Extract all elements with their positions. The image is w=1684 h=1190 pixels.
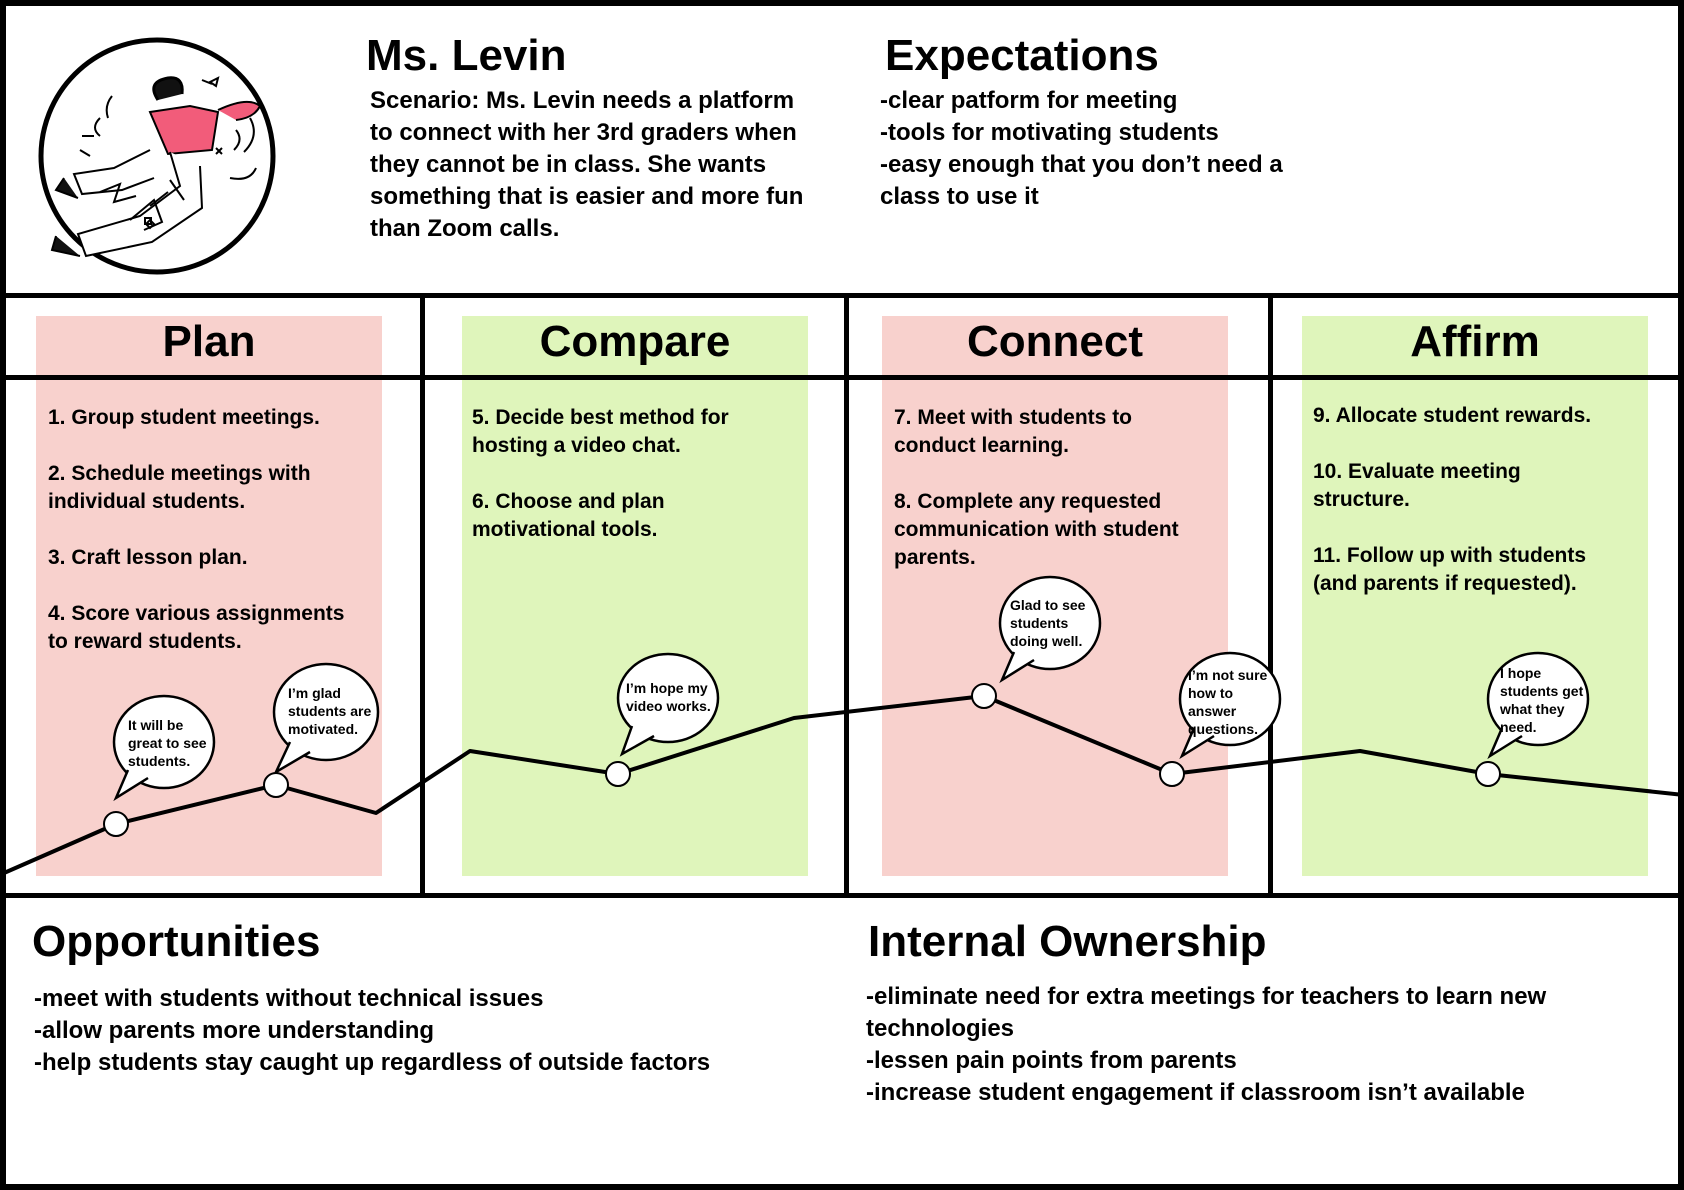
bubble-line: great to see xyxy=(128,735,207,751)
scenario-line: they cannot be in class. She wants xyxy=(370,151,767,178)
ownership-line: technologies xyxy=(866,1015,1015,1042)
step-item: 2. Schedule meetings with individual stud… xyxy=(48,460,378,516)
opportunity-line: -help students stay caught up regardless… xyxy=(34,1049,711,1076)
step-line: to reward students. xyxy=(48,630,242,653)
divider-top xyxy=(0,293,1684,298)
ownership-line: -lessen pain points from parents xyxy=(866,1047,1237,1074)
divider-col-2 xyxy=(844,293,849,898)
ownership-title: Internal Ownership xyxy=(868,917,1267,966)
divider-bottom xyxy=(0,893,1684,898)
step-line: 1. Group student meetings. xyxy=(48,406,320,429)
step-item: 5. Decide best method for hosting a video… xyxy=(472,404,802,460)
step-line: (and parents if requested). xyxy=(1313,572,1577,595)
step-item: 6. Choose and plan motivational tools. xyxy=(472,488,802,544)
step-line: individual students. xyxy=(48,490,246,513)
stage-title-plan: Plan xyxy=(162,317,256,366)
ownership-line: -eliminate need for extra meetings for t… xyxy=(866,983,1547,1010)
bubble-line: Glad to see xyxy=(1010,597,1086,613)
bubble-line: motivated. xyxy=(288,721,359,737)
scenario-line: to connect with her 3rd graders when xyxy=(370,119,797,146)
bubble-line: need. xyxy=(1500,719,1537,735)
divider-col-1 xyxy=(420,293,425,898)
bubble-line: video works. xyxy=(626,698,711,714)
step-line: 7. Meet with students to xyxy=(894,406,1133,429)
expectations-list: -clear patform for meeting -tools for mo… xyxy=(880,85,1360,213)
stage-title-compare: Compare xyxy=(539,317,731,366)
bubble-line: students. xyxy=(128,753,191,769)
step-item: 1. Group student meetings. xyxy=(48,404,378,432)
bubble-line: I’m glad xyxy=(288,685,341,701)
bubble-line: doing well. xyxy=(1010,633,1083,649)
opportunities-title: Opportunities xyxy=(32,917,321,966)
step-line: hosting a video chat. xyxy=(472,434,681,457)
bubble-text-3: I’m hope my video works. xyxy=(626,679,711,715)
step-item: 9. Allocate student rewards. xyxy=(1313,402,1643,430)
expectation-line: class to use it xyxy=(880,183,1039,210)
step-line: 11. Follow up with students xyxy=(1313,544,1587,567)
step-item: 10. Evaluate meeting structure. xyxy=(1313,458,1643,514)
step-line: parents. xyxy=(894,546,976,569)
expectation-line: -tools for motivating students xyxy=(880,119,1219,146)
ownership-line: -increase student engagement if classroo… xyxy=(866,1079,1525,1106)
step-line: 5. Decide best method for xyxy=(472,406,729,429)
persona-scenario: Scenario: Ms. Levin needs a platform to … xyxy=(370,85,840,245)
scenario-line: than Zoom calls. xyxy=(370,215,560,242)
stage-title-affirm: Affirm xyxy=(1410,317,1540,366)
step-line: structure. xyxy=(1313,488,1410,511)
stage-title-connect: Connect xyxy=(967,317,1143,366)
step-item: 11. Follow up with students (and parents … xyxy=(1313,542,1643,598)
step-line: 4. Score various assignments xyxy=(48,602,345,625)
opportunities-list: -meet with students without technical is… xyxy=(34,983,814,1079)
persona-name: Ms. Levin xyxy=(366,31,567,80)
connect-steps: 7. Meet with students to conduct learning… xyxy=(894,404,1224,600)
divider-stage-header xyxy=(0,375,1684,380)
step-line: communication with student xyxy=(894,518,1179,541)
bubble-line: answer xyxy=(1188,703,1237,719)
expectations-title: Expectations xyxy=(885,31,1159,80)
bubble-text-2: I’m glad students are motivated. xyxy=(288,684,371,738)
scenario-line: Scenario: Ms. Levin needs a platform xyxy=(370,87,795,114)
step-line: 3. Craft lesson plan. xyxy=(48,546,248,569)
bubble-line: students xyxy=(1010,615,1069,631)
bubble-text-1: It will be great to see students. xyxy=(128,716,207,770)
step-line: 8. Complete any requested xyxy=(894,490,1162,513)
bubble-text-5: I’m not sure how to answer questions. xyxy=(1188,666,1267,738)
opportunity-line: -allow parents more understanding xyxy=(34,1017,435,1044)
expectation-line: -easy enough that you don’t need a xyxy=(880,151,1283,178)
bubble-text-4: Glad to see students doing well. xyxy=(1010,596,1085,650)
expectation-line: -clear patform for meeting xyxy=(880,87,1178,114)
plan-steps: 1. Group student meetings. 2. Schedule m… xyxy=(48,404,378,684)
opportunity-line: -meet with students without technical is… xyxy=(34,985,544,1012)
step-item: 4. Score various assignments to reward st… xyxy=(48,600,378,656)
bubble-line: I hope xyxy=(1500,665,1542,681)
step-line: 2. Schedule meetings with xyxy=(48,462,311,485)
bubble-line: students are xyxy=(288,703,372,719)
step-line: 10. Evaluate meeting xyxy=(1313,460,1521,483)
divider-col-3 xyxy=(1268,293,1273,898)
bubble-line: what they xyxy=(1500,701,1565,717)
step-line: 6. Choose and plan xyxy=(472,490,665,513)
scenario-line: something that is easier and more fun xyxy=(370,183,804,210)
step-item: 8. Complete any requested communication w… xyxy=(894,488,1224,572)
bubble-text-6: I hope students get what they need. xyxy=(1500,664,1583,736)
bubble-line: I’m not sure xyxy=(1188,667,1268,683)
step-item: 3. Craft lesson plan. xyxy=(48,544,378,572)
step-line: 9. Allocate student rewards. xyxy=(1313,404,1592,427)
bubble-line: how to xyxy=(1188,685,1234,701)
step-line: motivational tools. xyxy=(472,518,658,541)
affirm-steps: 9. Allocate student rewards. 10. Evaluat… xyxy=(1313,402,1643,626)
step-item: 7. Meet with students to conduct learning… xyxy=(894,404,1224,460)
bubble-line: It will be xyxy=(128,717,184,733)
compare-steps: 5. Decide best method for hosting a video… xyxy=(472,404,802,572)
step-line: conduct learning. xyxy=(894,434,1070,457)
bubble-line: questions. xyxy=(1188,721,1259,737)
bubble-line: I’m hope my xyxy=(626,680,708,696)
bubble-line: students get xyxy=(1500,683,1584,699)
ownership-list: -eliminate need for extra meetings for t… xyxy=(866,981,1666,1109)
